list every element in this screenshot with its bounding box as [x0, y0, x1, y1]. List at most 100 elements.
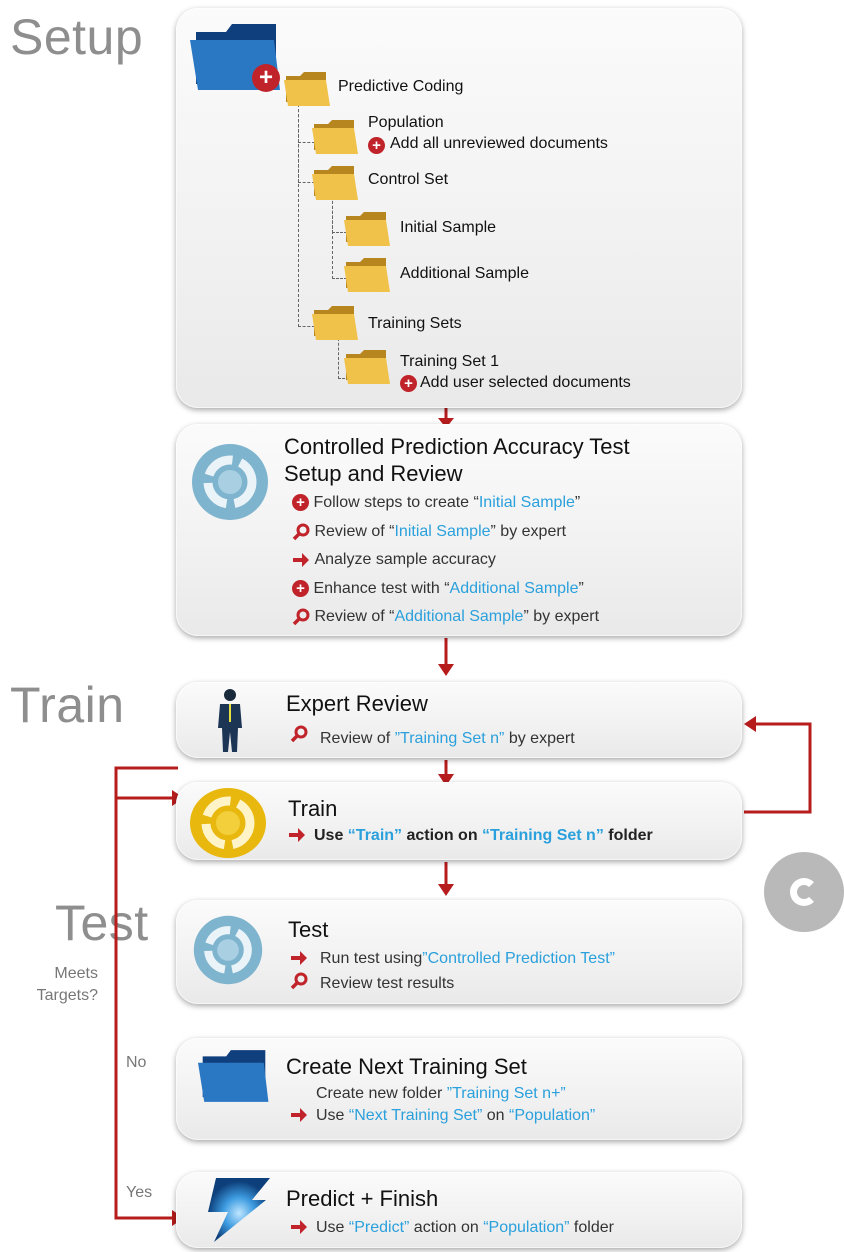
- arrow-right-icon: [291, 1220, 307, 1234]
- next-training-set-line-2: Use “Next Training Set” on “Population”: [316, 1107, 595, 1125]
- next-set-highlight: “Population”: [508, 1107, 596, 1124]
- cycle-icon-mark: [790, 878, 818, 906]
- cpat-step-text: ”: [574, 494, 581, 511]
- expert-review-text: by expert: [504, 730, 575, 747]
- next-set-text: Create new folder: [316, 1085, 447, 1102]
- folder-label-additional-sample: Additional Sample: [400, 265, 529, 282]
- plus-icon: +: [252, 64, 280, 92]
- cycle-blue-icon: [192, 444, 268, 520]
- train-text: Use: [314, 827, 348, 844]
- decision-yes-label: Yes: [126, 1184, 153, 1201]
- test-line-2: Review test results: [320, 975, 455, 992]
- decision-question-line1: Meets: [54, 965, 98, 982]
- cpat-card: [176, 424, 742, 636]
- decision-no-label: No: [126, 1054, 147, 1071]
- tree-line-control: [298, 104, 315, 183]
- expert-review-highlight: ”Training Set n”: [394, 730, 505, 747]
- magnifier-icon: [292, 523, 310, 541]
- folder-control-set-icon: [312, 166, 358, 200]
- cpat-step-highlight: Initial Sample: [478, 494, 575, 511]
- next-set-highlight: ”Training Set n+”: [446, 1085, 566, 1102]
- cpat-title-line1: Controlled Prediction Accuracy Test: [284, 434, 630, 459]
- magnifier-icon: [290, 725, 308, 743]
- cpat-step-text: Review of “: [314, 522, 395, 540]
- test-highlight: ”Controlled Prediction Test”: [422, 950, 615, 967]
- train-highlight: “Train”: [347, 827, 403, 844]
- folder-label-control-set: Control Set: [368, 171, 449, 188]
- folder-label-predictive-coding: Predictive Coding: [338, 78, 464, 95]
- plus-icon: +: [400, 375, 417, 392]
- test-line-1: Run test using”Controlled Prediction Tes…: [320, 950, 615, 968]
- expert-review-title: Expert Review: [286, 691, 428, 716]
- predict-highlight: “Population”: [483, 1219, 570, 1236]
- cpat-step-text: ”: [578, 579, 584, 597]
- folder-label-population: Population: [368, 114, 444, 131]
- cpat-step-text: ” by expert: [490, 522, 567, 540]
- cpat-step: + Follow steps to create “Initial Sample…: [292, 494, 599, 523]
- predict-highlight: “Predict”: [348, 1219, 410, 1236]
- expert-review-line: Review of ”Training Set n” by expert: [320, 730, 575, 748]
- predict-title: Predict + Finish: [286, 1186, 439, 1211]
- folder-blue-icon: [198, 1050, 269, 1102]
- arrow-right-icon: [291, 951, 307, 965]
- training-set-1-action-text: Add user selected documents: [420, 374, 631, 391]
- tree-line-additional: [332, 196, 347, 279]
- folder-population-icon: [312, 120, 358, 154]
- predict-text: Use: [316, 1219, 349, 1236]
- train-title: Train: [288, 796, 338, 821]
- folder-training-sets-icon: [312, 306, 358, 340]
- next-training-set-title: Create Next Training Set: [286, 1054, 527, 1079]
- plus-icon: +: [292, 494, 309, 512]
- predict-text: folder: [569, 1219, 614, 1236]
- plus-icon: +: [292, 579, 309, 597]
- loop-back-line: [744, 722, 812, 814]
- cpat-step-text: Enhance test with “: [313, 579, 450, 597]
- train-text: action on: [402, 827, 483, 844]
- expert-review-text: Review of: [320, 730, 395, 747]
- next-training-set-line-1: Create new folder ”Training Set n+”: [316, 1085, 566, 1103]
- cpat-step-highlight: Initial Sample: [394, 522, 491, 540]
- folder-label-initial-sample: Initial Sample: [400, 219, 497, 236]
- predict-card: [176, 1172, 742, 1248]
- plus-icon: +: [368, 137, 385, 154]
- section-label-train: Train: [10, 677, 125, 733]
- predict-line: Use “Predict” action on “Population” fol…: [316, 1219, 614, 1237]
- cpat-step-text: Review of “: [314, 608, 395, 626]
- cycle-yellow-icon: [190, 788, 266, 858]
- arrow-right-icon: [291, 1108, 307, 1122]
- test-text: Run test using: [320, 950, 423, 967]
- next-set-text: on: [482, 1107, 509, 1124]
- person-icon: [218, 689, 242, 752]
- cpat-step-text: ” by expert: [523, 608, 600, 626]
- magnifier-icon: [290, 972, 308, 990]
- test-title: Test: [288, 917, 329, 942]
- cycle-blue-icon: [193, 915, 263, 985]
- train-highlight: “Training Set n”: [482, 827, 604, 844]
- cpat-step-highlight: Additional Sample: [449, 579, 579, 597]
- magnifier-icon: [292, 608, 310, 626]
- cpat-step-text: Analyze sample accuracy: [314, 551, 496, 569]
- cpat-step-text: Follow steps to create “: [313, 494, 479, 511]
- next-set-highlight: “Next Training Set”: [348, 1107, 483, 1124]
- folder-label-training-set-1: Training Set 1: [400, 353, 500, 370]
- tree-line-training: [338, 338, 353, 379]
- arrow-right-icon: [289, 828, 305, 842]
- next-set-text: Use: [316, 1107, 349, 1124]
- cpat-step: Analyze sample accuracy: [292, 551, 599, 580]
- folder-training-set-1-icon: [344, 350, 390, 384]
- folder-initial-sample-icon: [344, 212, 390, 246]
- cpat-title-line2: Setup and Review: [284, 461, 463, 486]
- next-training-set-card: [176, 1038, 742, 1140]
- train-text: folder: [603, 827, 653, 844]
- cpat-step: Review of “Additional Sample” by expert: [292, 608, 599, 637]
- cpat-steps: + Follow steps to create “Initial Sample…: [292, 494, 599, 637]
- population-action-text: Add all unreviewed documents: [390, 135, 608, 152]
- expert-review-card: [176, 682, 742, 758]
- predict-text: action on: [409, 1219, 484, 1236]
- section-label-test: Test: [55, 895, 149, 951]
- folder-additional-sample-icon: [344, 258, 390, 292]
- decision-line: [114, 766, 180, 1220]
- cpat-step: + Enhance test with “Additional Sample”: [292, 580, 599, 609]
